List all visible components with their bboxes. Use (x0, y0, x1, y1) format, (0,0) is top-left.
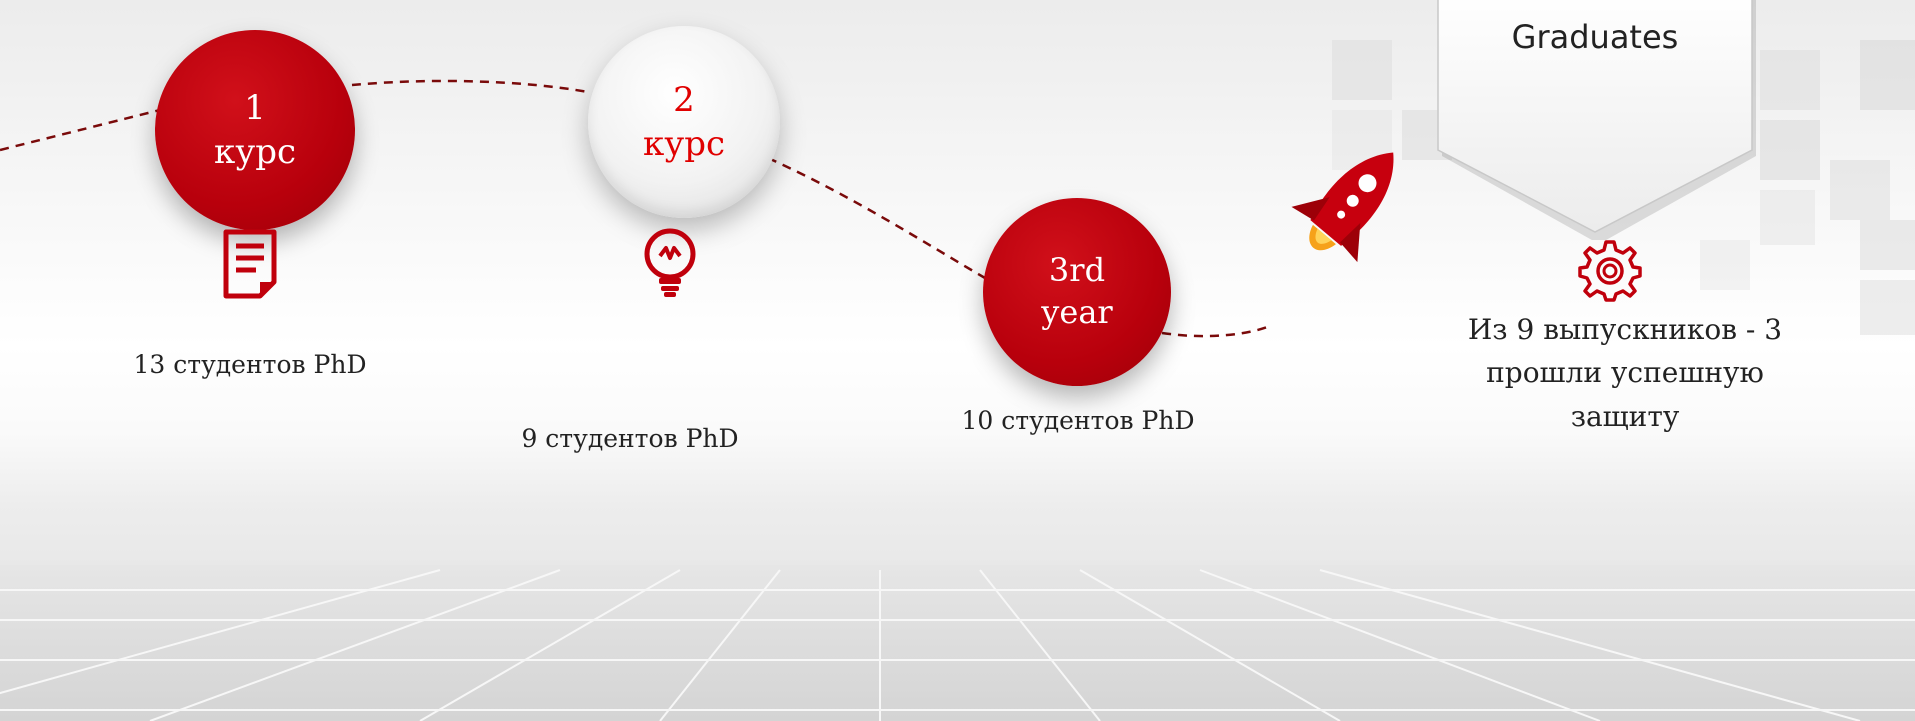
floor (0, 565, 1915, 721)
step-2-number: 2 (673, 79, 695, 120)
step-1-number: 1 (244, 87, 266, 128)
step-1-label: курс (213, 132, 297, 172)
graduates-label: Graduates (1511, 18, 1679, 56)
gear-icon (1578, 240, 1642, 302)
graduates-caption: Из 9 выпускников - 3 прошли успешную защ… (1467, 313, 1783, 433)
step-1-caption: 13 студентов PhD (133, 350, 367, 379)
step-1-circle: 1 курс (155, 30, 355, 230)
step-3-circle: 3rd year (983, 198, 1171, 386)
step-3-caption: 10 студентов PhD (961, 406, 1195, 435)
step-2-caption: 9 студентов PhD (521, 424, 739, 453)
document-icon (223, 229, 277, 299)
graduates-badge (1437, 0, 1756, 240)
floor-grid (0, 569, 1915, 721)
lightbulb-icon (644, 228, 696, 297)
step-3-number: 3rd (1048, 251, 1106, 290)
step-2-label: курс (642, 124, 726, 164)
step-3-label: year (1041, 293, 1113, 331)
rocket-icon (1291, 152, 1394, 263)
step-2-circle: 2 курс (588, 26, 780, 218)
